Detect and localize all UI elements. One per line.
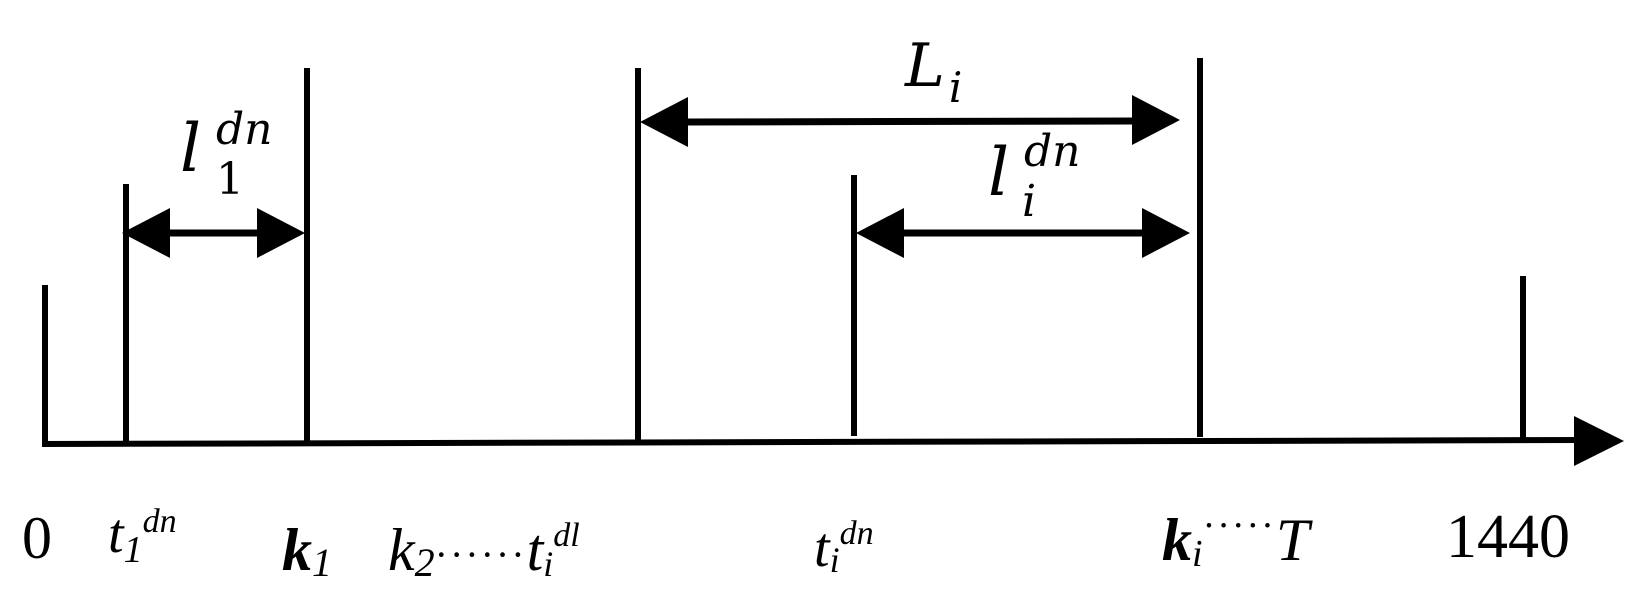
dots-a: ······	[434, 532, 527, 577]
interval-l1-dn-left-arrowhead	[122, 208, 170, 258]
label-l-i-dn-base: l	[988, 134, 1010, 211]
tick-label-t1-dn: t1dn	[108, 503, 177, 570]
interval-Li-left-arrowhead	[640, 97, 688, 147]
T-label: T	[1275, 507, 1310, 573]
interval-Li-right-arrowhead	[1132, 95, 1180, 145]
ti-dn-base: t	[814, 517, 830, 579]
k1-base: k	[282, 517, 312, 583]
tick-label-ki-to-T: ki·····T	[1162, 507, 1310, 573]
label-L-i: Li	[905, 36, 962, 109]
t1-sup: dn	[142, 503, 177, 540]
ti-dl-base: t	[526, 517, 544, 583]
t1-index: 1	[123, 529, 143, 571]
k1-index: 1	[312, 540, 332, 585]
label-l-1-dn-index: 1	[216, 154, 244, 205]
tick-label-end: 1440	[1446, 503, 1570, 571]
ti-dl-sup: dl	[553, 517, 580, 554]
label-l-1-dn: l dn 1	[180, 108, 273, 202]
label-l-1-dn-sup: dn	[216, 104, 273, 155]
interval-l1-dn-right-arrowhead	[257, 208, 305, 258]
tick-label-k2-to-ti-dl: k2······tidl	[388, 517, 580, 583]
time-axis-arrowhead	[1574, 416, 1624, 466]
ti-dn-index: i	[829, 540, 840, 580]
ki-base: k	[1162, 507, 1192, 573]
tick-label-ti-dn: tidn	[814, 517, 874, 579]
k2-index: 2	[414, 540, 435, 585]
k2-base: k	[388, 517, 415, 583]
interval-li-dn-left-arrowhead	[856, 208, 904, 258]
label-L-i-index: i	[948, 63, 963, 112]
label-l-1-dn-base: l	[180, 110, 202, 187]
label-l-i-dn-index: i	[1022, 176, 1037, 227]
dots-b: ·····	[1202, 505, 1276, 547]
t1-base: t	[108, 503, 124, 565]
label-l-i-dn: l dn i	[988, 130, 1081, 224]
ti-dl-index: i	[543, 544, 554, 584]
ki-index: i	[1192, 533, 1203, 575]
label-l-i-dn-sup: dn	[1024, 126, 1081, 177]
label-L-i-base: L	[905, 31, 945, 101]
interval-li-dn-right-arrowhead	[1142, 208, 1190, 258]
time-axis	[41, 437, 1591, 447]
interval-Li-line	[684, 117, 1136, 126]
tick-label-origin: 0	[22, 505, 52, 571]
tick-label-k1: k1	[282, 517, 332, 583]
ti-dn-sup: dn	[839, 515, 874, 552]
